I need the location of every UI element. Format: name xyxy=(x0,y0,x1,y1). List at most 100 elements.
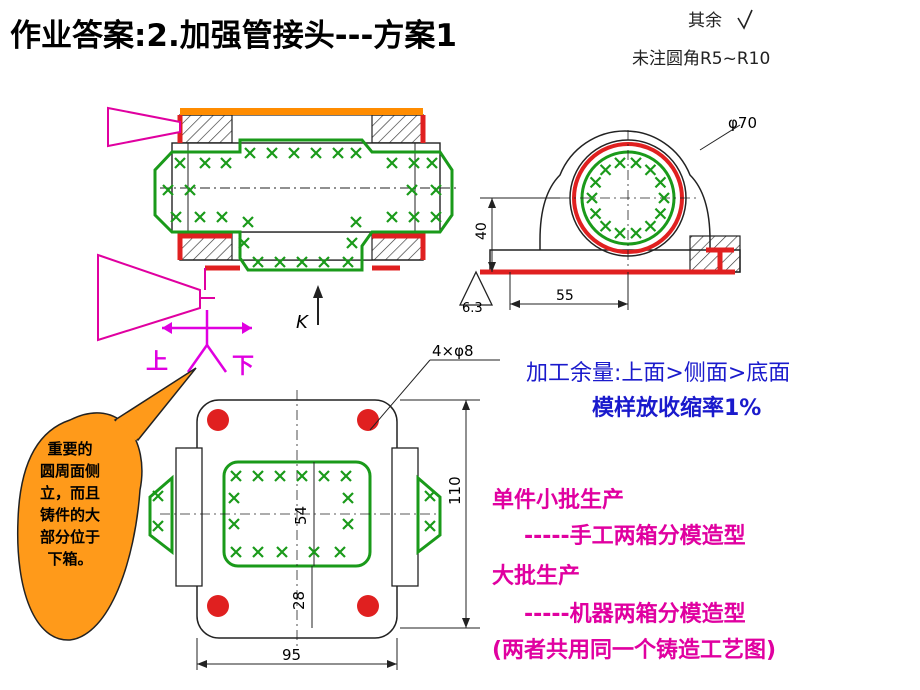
x-mark xyxy=(408,157,420,169)
mass-production-label: 大批生产 xyxy=(492,564,581,589)
x-mark xyxy=(230,546,242,558)
x-mark xyxy=(350,216,362,228)
x-mark xyxy=(184,184,196,196)
x-mark xyxy=(589,207,602,220)
x-mark xyxy=(426,157,438,169)
x-mark xyxy=(174,157,186,169)
x-mark xyxy=(424,490,436,502)
x-mark xyxy=(614,227,626,239)
shrinkage-note: 模样放收缩率1% xyxy=(592,396,762,421)
single-batch-label: 单件小批生产 xyxy=(492,488,625,513)
shared-process-note: (两者共用同一个铸造工艺图) xyxy=(492,638,777,663)
roughness-6-3: 6.3 xyxy=(462,301,483,316)
fillet-note: 未注圆角R5~R10 xyxy=(632,49,771,69)
callout-text: 重要的 圆周面侧 立，而且 铸件的大 部分位于 下箱。 xyxy=(39,440,100,568)
plan-view: 4×φ8 110 54 28 95 xyxy=(148,342,500,670)
x-mark xyxy=(340,470,352,482)
x-mark xyxy=(430,211,442,223)
x-mark xyxy=(318,256,330,268)
x-mark xyxy=(296,256,308,268)
sprue-funnel xyxy=(97,253,201,342)
dim-95: 95 xyxy=(282,646,301,664)
x-mark xyxy=(296,470,308,482)
dim-40: 40 xyxy=(474,222,490,240)
x-mark xyxy=(170,211,182,223)
hole-marker xyxy=(207,409,229,431)
up-label: 上 xyxy=(146,350,169,375)
hole-marker xyxy=(357,409,379,431)
x-mark xyxy=(242,216,254,228)
x-mark xyxy=(220,157,232,169)
x-mark xyxy=(199,157,211,169)
riser-funnel-top xyxy=(107,106,181,148)
side-view: 40 55 6.3 φ70 xyxy=(458,114,757,316)
x-mark xyxy=(614,157,626,169)
x-mark xyxy=(288,147,300,159)
down-label: 下 xyxy=(232,354,255,379)
x-mark xyxy=(308,546,320,558)
x-mark xyxy=(599,164,612,176)
parting-direction-marker xyxy=(162,310,252,373)
hole-marker xyxy=(207,595,229,617)
x-mark xyxy=(630,157,642,169)
dim-holes: 4×φ8 xyxy=(432,342,474,360)
x-mark xyxy=(644,220,657,232)
x-mark xyxy=(318,470,330,482)
x-mark xyxy=(342,518,354,530)
x-mark xyxy=(346,237,358,249)
x-mark xyxy=(386,157,398,169)
x-mark xyxy=(654,176,667,189)
x-mark xyxy=(334,546,346,558)
x-mark xyxy=(589,176,602,189)
roughness-note: 其余 xyxy=(688,11,722,31)
x-mark xyxy=(350,147,362,159)
x-mark xyxy=(274,470,286,482)
x-mark xyxy=(654,207,667,220)
x-mark xyxy=(406,184,418,196)
x-mark xyxy=(644,164,657,176)
x-mark xyxy=(216,211,228,223)
k-label: K xyxy=(296,312,309,333)
core-x-marks xyxy=(152,147,670,558)
x-mark xyxy=(430,184,442,196)
x-mark xyxy=(408,211,420,223)
x-mark xyxy=(252,470,264,482)
x-mark xyxy=(274,256,286,268)
x-mark xyxy=(238,237,250,249)
x-mark xyxy=(586,192,598,204)
x-mark xyxy=(252,256,264,268)
x-mark xyxy=(630,227,642,239)
hole-marker xyxy=(357,595,379,617)
x-mark xyxy=(658,192,670,204)
x-mark xyxy=(230,470,242,482)
page-title: 作业答案:2.加强管接头---方案1 xyxy=(10,18,457,54)
single-batch-method: -----手工两箱分模造型 xyxy=(524,524,746,549)
x-mark xyxy=(152,520,164,532)
x-mark xyxy=(228,518,240,530)
x-mark xyxy=(599,220,612,232)
dim-110: 110 xyxy=(446,476,464,505)
x-mark xyxy=(342,492,354,504)
x-mark xyxy=(342,256,354,268)
core-outline xyxy=(153,138,454,272)
x-mark xyxy=(162,184,174,196)
x-mark xyxy=(194,211,206,223)
x-mark xyxy=(332,147,344,159)
x-mark xyxy=(228,492,240,504)
machining-allowance-note: 加工余量:上面>侧面>底面 xyxy=(526,361,791,386)
dim-28: 28 xyxy=(290,591,308,610)
x-mark xyxy=(244,147,256,159)
x-mark xyxy=(152,490,164,502)
x-mark xyxy=(266,147,278,159)
front-section-view xyxy=(153,108,460,272)
dim-phi70: φ70 xyxy=(728,114,757,132)
roughness-symbol-icon xyxy=(737,9,753,30)
x-mark xyxy=(424,520,436,532)
mass-production-method: -----机器两箱分模造型 xyxy=(524,602,746,627)
dim-54: 54 xyxy=(292,506,310,525)
x-mark xyxy=(276,546,288,558)
callout-bubble xyxy=(16,412,143,641)
x-mark xyxy=(310,147,322,159)
x-mark xyxy=(252,546,264,558)
